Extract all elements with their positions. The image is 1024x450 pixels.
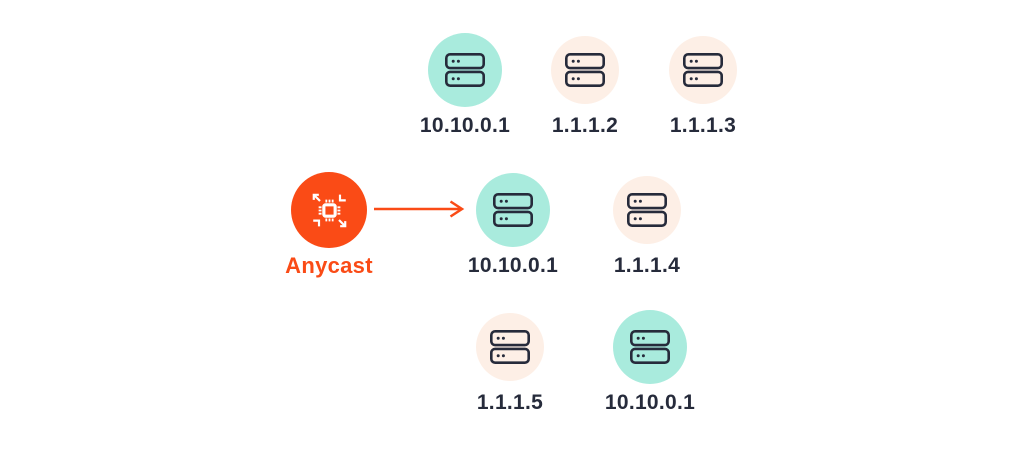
- server-rack-icon: [445, 53, 485, 87]
- server-ip-label: 1.1.1.2: [551, 114, 619, 137]
- anycast-broadcast-icon: [312, 193, 346, 227]
- server-rack-icon: [565, 53, 605, 87]
- server-rack-icon: [630, 330, 670, 364]
- server-node: 10.10.0.1: [433, 173, 593, 285]
- server-ip-label: 1.1.1.4: [613, 254, 681, 277]
- server-ip-label: 1.1.1.5: [476, 391, 544, 414]
- server-rack-icon: [490, 330, 530, 364]
- server-node: 1.1.1.3: [623, 33, 783, 145]
- server-ip-label: 10.10.0.1: [419, 114, 511, 137]
- server-node: 10.10.0.1: [385, 33, 545, 145]
- server-circle: [476, 173, 550, 247]
- anycast-source-node: Anycast: [249, 172, 409, 284]
- server-ip-label: 10.10.0.1: [604, 391, 696, 414]
- anycast-source-label: Anycast: [285, 253, 373, 278]
- right-arrow-icon: [374, 200, 465, 218]
- server-circle: [476, 313, 544, 381]
- server-rack-icon: [683, 53, 723, 87]
- server-rack-icon: [627, 193, 667, 227]
- server-node: 1.1.1.2: [505, 33, 665, 145]
- server-circle: [613, 310, 687, 384]
- server-circle: [613, 176, 681, 244]
- server-circle: [669, 36, 737, 104]
- server-circle: [551, 36, 619, 104]
- server-node: 10.10.0.1: [570, 310, 730, 422]
- server-circle: [428, 33, 502, 107]
- server-node: 1.1.1.4: [567, 173, 727, 285]
- anycast-source-circle: [291, 172, 367, 248]
- server-ip-label: 10.10.0.1: [467, 254, 559, 277]
- server-node: 1.1.1.5: [430, 310, 590, 422]
- server-rack-icon: [493, 193, 533, 227]
- server-ip-label: 1.1.1.3: [669, 114, 737, 137]
